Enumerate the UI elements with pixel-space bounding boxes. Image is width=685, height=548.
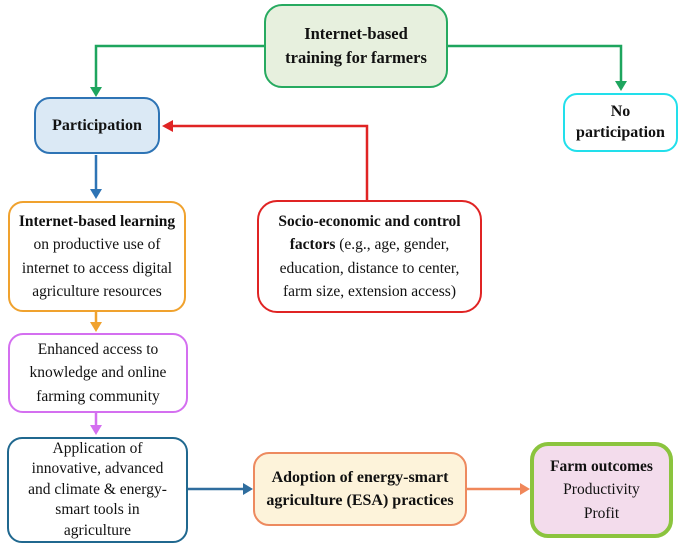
node-internet-based-learning-label: Internet-based learning on productive us…	[16, 210, 178, 303]
node-internet-based-learning-body: on productive use of internet to access …	[21, 236, 173, 300]
node-farm-outcomes-label: Farm outcomes Productivity Profit	[550, 455, 653, 525]
node-application-of-tools-label: Application of innovative, advanced and …	[28, 439, 167, 539]
node-application-of-tools: Application of innovative, advanced and …	[7, 437, 188, 543]
arrow-application-to-adoption	[188, 483, 253, 495]
node-internet-based-learning-title: Internet-based learning	[18, 213, 176, 230]
node-participation-label: Participation	[52, 116, 142, 134]
node-enhanced-access: Enhanced access to knowledge and online …	[8, 333, 188, 413]
node-socio-economic-factors-label: Socio-economic and control factors (e.g.…	[269, 210, 470, 303]
node-adoption-esa-practices-label: Adoption of energy-smart agriculture (ES…	[266, 468, 454, 509]
node-socio-economic-factors-body: (e.g., age, gender, education, distance …	[279, 236, 460, 300]
arrow-learning-to-enhanced	[90, 312, 102, 332]
arrowhead-down-icon	[615, 81, 627, 91]
arrow-enhanced-to-application	[90, 413, 102, 435]
node-socio-economic-factors: Socio-economic and control factors (e.g.…	[257, 200, 482, 313]
arrowhead-down-icon	[90, 425, 102, 435]
arrowhead-down-icon	[90, 87, 102, 97]
node-no-participation: No participation	[563, 93, 678, 152]
node-adoption-esa-practices: Adoption of energy-smart agriculture (ES…	[253, 452, 467, 526]
node-internet-based-training: Internet-based training for farmers	[264, 4, 448, 88]
arrowhead-right-icon	[520, 483, 530, 495]
node-internet-based-training-label: Internet-based training for farmers	[285, 24, 427, 67]
node-farm-outcomes: Farm outcomes Productivity Profit	[530, 442, 673, 538]
node-participation: Participation	[34, 97, 160, 154]
node-socio-economic-factors-title: Socio-economic and control factors	[278, 213, 461, 254]
arrow-training-to-no-participation	[448, 44, 627, 91]
node-farm-outcomes-title: Farm outcomes	[550, 458, 653, 476]
arrow-participation-to-learning	[90, 155, 102, 199]
arrowhead-down-icon	[90, 322, 102, 332]
arrowhead-down-icon	[90, 189, 102, 199]
node-farm-outcomes-productivity: Productivity	[563, 481, 640, 499]
arrow-adoption-to-outcomes	[467, 483, 530, 495]
node-internet-based-learning: Internet-based learning on productive us…	[8, 201, 186, 312]
node-enhanced-access-label: Enhanced access to knowledge and online …	[29, 341, 167, 405]
arrowhead-left-icon	[162, 120, 173, 132]
arrow-training-to-participation	[90, 44, 264, 97]
arrowhead-right-icon	[243, 483, 253, 495]
arrow-socio-to-participation	[162, 120, 369, 201]
node-farm-outcomes-profit: Profit	[583, 504, 620, 522]
node-no-participation-label: No participation	[576, 102, 665, 141]
